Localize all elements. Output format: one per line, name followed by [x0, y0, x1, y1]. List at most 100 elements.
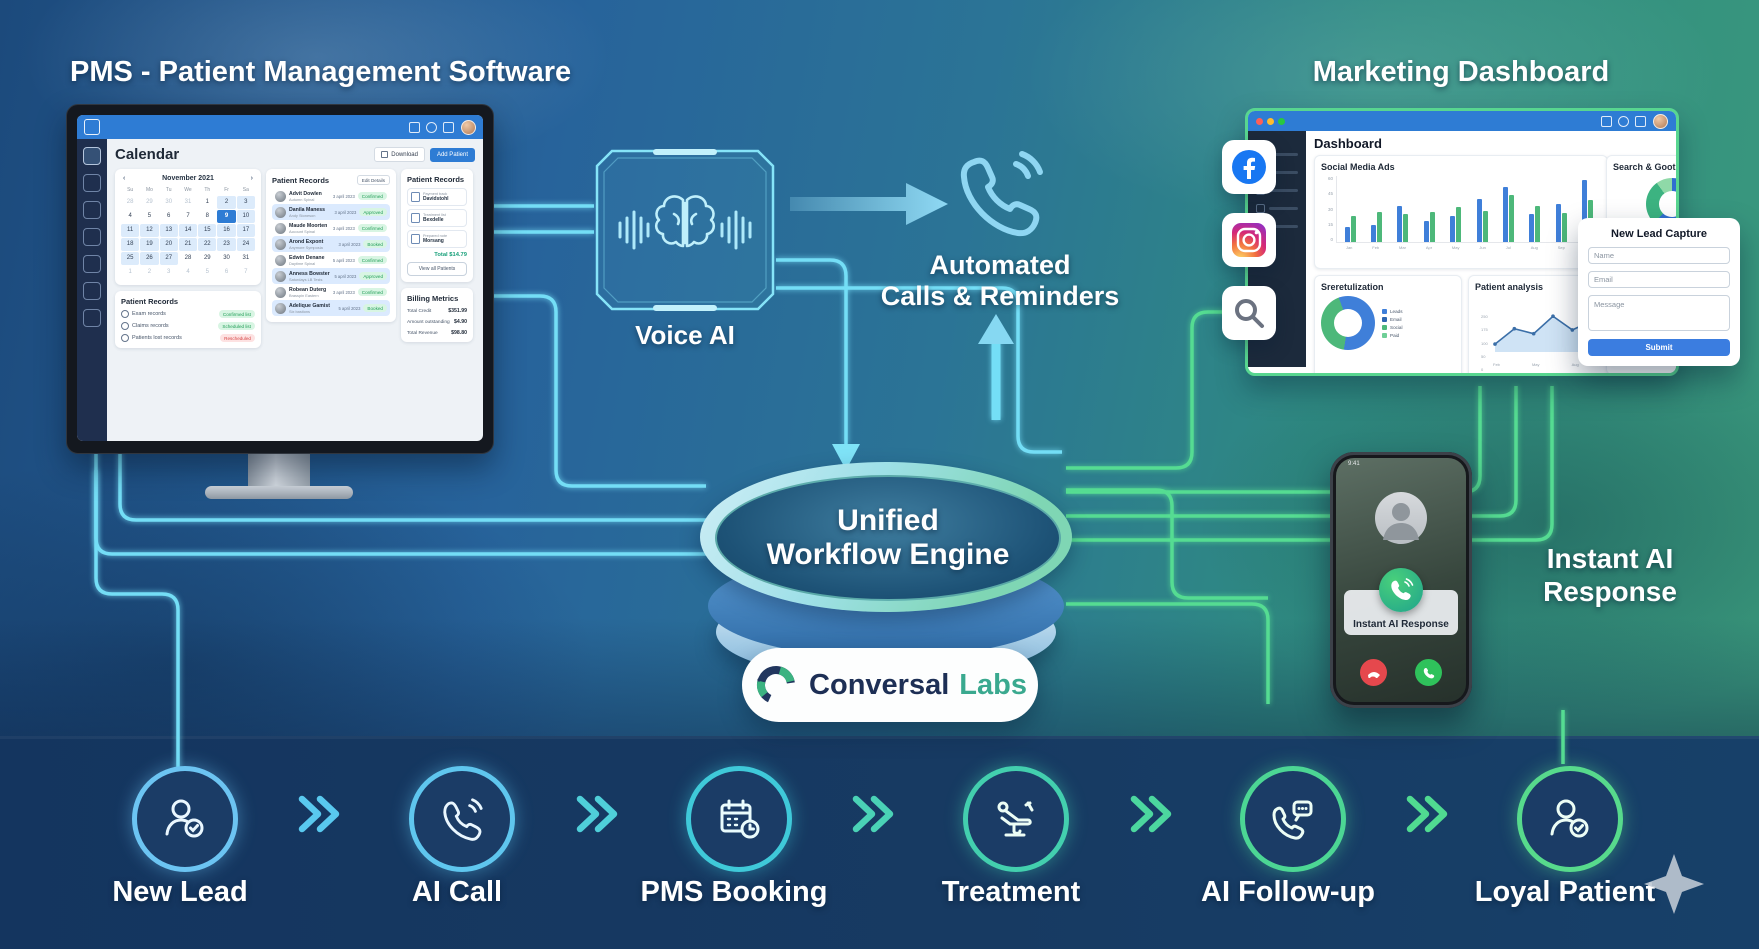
- bar: [1350, 216, 1356, 242]
- calendar-prev-button[interactable]: ‹: [123, 175, 126, 182]
- calendar-next-button[interactable]: ›: [250, 175, 253, 182]
- calendar-day-cell[interactable]: 4: [128, 213, 132, 219]
- calendar-day-cell[interactable]: 23: [217, 238, 236, 251]
- status-badge: Confirmed: [357, 288, 387, 296]
- calendar-day-cell[interactable]: 27: [159, 252, 178, 265]
- close-dot[interactable]: [1256, 117, 1263, 125]
- maximize-dot[interactable]: [1278, 117, 1285, 125]
- calendar-day-cell[interactable]: 2: [147, 269, 152, 275]
- calendar-day-cell[interactable]: 17: [236, 224, 255, 237]
- sidebar-item-billing[interactable]: [83, 255, 101, 273]
- search-tile[interactable]: [1222, 286, 1276, 340]
- download-button[interactable]: Download: [374, 147, 425, 162]
- grid-icon[interactable]: [409, 121, 420, 133]
- calendar-day-cell[interactable]: 19: [140, 238, 159, 251]
- calendar-day-cell[interactable]: 30: [223, 255, 230, 261]
- patient-subtitle: Six bastions: [289, 308, 310, 314]
- apps-icon[interactable]: [1601, 115, 1612, 127]
- calendar-day-cell[interactable]: 9: [217, 210, 236, 223]
- calendar-day-cell[interactable]: 20: [159, 238, 178, 251]
- pms-title: PMS - Patient Management Software: [70, 56, 572, 88]
- calendar-day-cell[interactable]: 1: [205, 199, 209, 205]
- facebook-tile[interactable]: [1222, 140, 1276, 194]
- add-patient-button[interactable]: Add Patient: [429, 147, 475, 162]
- calendar-day-cell[interactable]: 14: [178, 224, 198, 237]
- calendar-day-cell[interactable]: 8: [205, 213, 209, 219]
- sidebar-item-help[interactable]: [83, 309, 101, 327]
- calendar-day-cell[interactable]: 22: [198, 238, 217, 251]
- sidebar-item-home[interactable]: [83, 147, 101, 165]
- calendar-day-cell[interactable]: 5: [147, 213, 152, 219]
- bar-group: [1529, 205, 1541, 242]
- sidebar-item-reports[interactable]: [83, 228, 101, 246]
- calendar-day-cell[interactable]: 31: [242, 255, 250, 261]
- calendar-day-cell[interactable]: 30: [165, 199, 173, 205]
- email-field[interactable]: [1588, 271, 1730, 288]
- calendar-day-cell[interactable]: 6: [224, 269, 229, 275]
- calendar-day-cell[interactable]: 5: [205, 269, 209, 275]
- calendar-day-cell[interactable]: 4: [186, 269, 190, 275]
- edit-details-button[interactable]: Edit Details: [356, 175, 390, 185]
- calendar-day-cell[interactable]: 15: [198, 224, 217, 237]
- message-field[interactable]: [1588, 295, 1730, 331]
- sidebar-item-settings[interactable]: [83, 174, 101, 192]
- history-icon[interactable]: [1618, 115, 1629, 127]
- calendar-day-cell[interactable]: 3: [167, 269, 171, 275]
- submit-button[interactable]: Submit: [1588, 339, 1730, 356]
- calendar-day-cell[interactable]: 13: [159, 224, 178, 237]
- calendar-day-cell[interactable]: 11: [121, 224, 140, 237]
- calendar-day-cell[interactable]: 26: [140, 252, 159, 265]
- calendar-day-cell[interactable]: 28: [184, 255, 192, 261]
- calendar-day-cell[interactable]: 3: [236, 196, 255, 209]
- calendar-day-cell[interactable]: 2: [217, 196, 236, 209]
- calendar-day-cell[interactable]: 10: [236, 210, 255, 223]
- share-icon[interactable]: [1635, 115, 1646, 127]
- calendar-day-cell[interactable]: 25: [121, 252, 140, 265]
- bell-icon[interactable]: [443, 121, 454, 133]
- name-field[interactable]: [1588, 247, 1730, 264]
- calendar-day-cell[interactable]: 12: [140, 224, 159, 237]
- clock-icon[interactable]: [426, 121, 437, 133]
- calendar-day-cell[interactable]: 7: [244, 269, 248, 275]
- minimize-dot[interactable]: [1267, 117, 1274, 125]
- calendar-day-cell[interactable]: 24: [236, 238, 255, 251]
- sidebar-item-patients[interactable]: [83, 201, 101, 219]
- sidebar-menu-item[interactable]: [1256, 204, 1298, 213]
- accept-call-button[interactable]: [1415, 659, 1442, 686]
- calendar-day-cell[interactable]: 1: [128, 269, 132, 275]
- calendar-day-cell[interactable]: 7: [186, 213, 190, 219]
- calendar-day-cell[interactable]: 18: [121, 238, 140, 251]
- calendar-day-cell[interactable]: 31: [184, 199, 192, 205]
- status-badge: Confirmed: [357, 192, 387, 200]
- calendar-day-cell[interactable]: 29: [146, 199, 153, 205]
- dashboard-user-avatar[interactable]: [1653, 113, 1668, 129]
- social-ads-title: Social Media Ads: [1321, 162, 1395, 172]
- calendar-day-cell[interactable]: 28: [126, 199, 134, 205]
- calendar-day-cell[interactable]: 29: [203, 255, 211, 261]
- user-avatar[interactable]: [461, 119, 476, 135]
- view-patients-button[interactable]: View all Patients: [407, 262, 467, 276]
- calendar-day-cell[interactable]: 16: [217, 224, 236, 237]
- search-goals-title: Search & Goots: [1613, 162, 1679, 172]
- decline-call-button[interactable]: [1360, 659, 1387, 686]
- instagram-tile[interactable]: [1222, 213, 1276, 267]
- y-tick: 30: [1327, 206, 1333, 212]
- calendar-day-cell[interactable]: 6: [167, 213, 171, 219]
- sidebar-item-archive[interactable]: [83, 282, 101, 300]
- calendar-day-cell[interactable]: 21: [178, 238, 198, 251]
- bar: [1482, 211, 1488, 242]
